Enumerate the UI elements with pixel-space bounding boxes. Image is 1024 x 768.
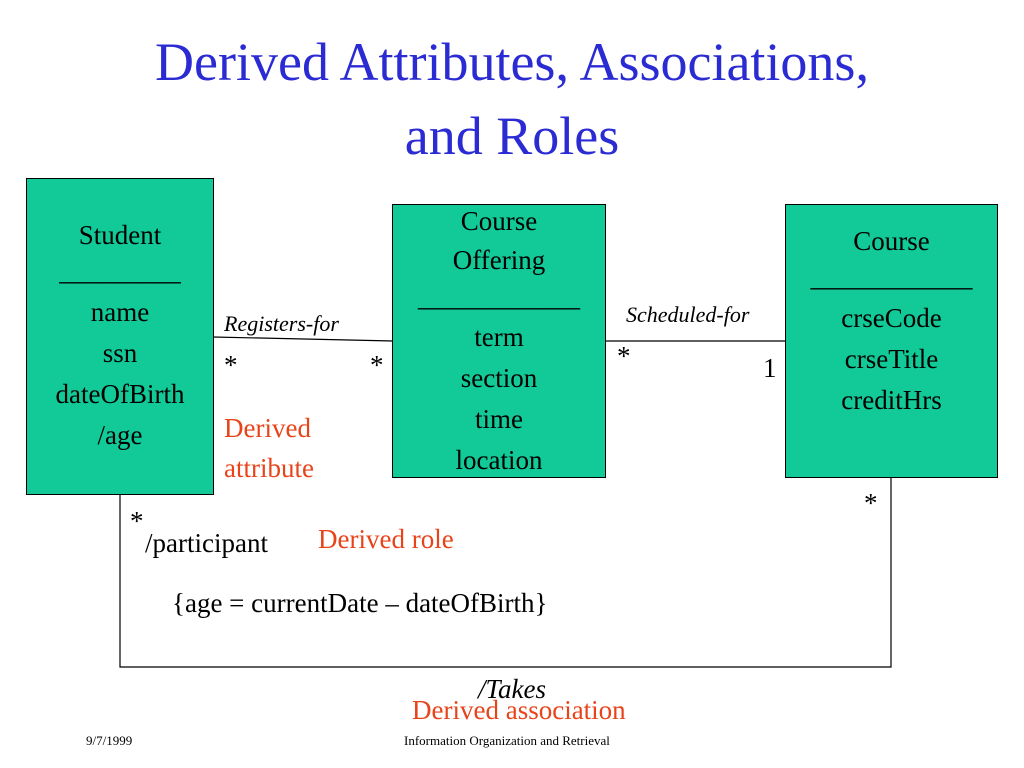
student-class-box: Student _________ name ssn dateOfBirth /… [26,178,214,495]
course-class-divider: ____________ [810,262,973,292]
course-class-box: Course ____________ crseCode crseTitle c… [785,204,998,478]
derived-attribute-annotation-line2: attribute [224,453,314,483]
student-class-divider: _________ [59,256,181,286]
derived-association-annotation: Derived association [412,695,626,725]
student-attribute-name: name [90,297,150,327]
derived-attribute-annotation-line1: Derived [224,413,311,443]
age-constraint: {age = currentDate – dateOfBirth} [172,588,548,618]
slide-title-line1: Derived Attributes, Associations, [155,32,869,92]
footer-course-title: Information Organization and Retrieval [404,733,610,748]
course-offering-class-name-line2: Offering [452,245,546,275]
scheduled-for-label: Scheduled-for [626,302,750,327]
student-attribute-dateofbirth: dateOfBirth [55,379,185,409]
multiplicity-course-takes: * [864,488,878,518]
registers-for-label: Registers-for [224,311,339,336]
course-offering-attribute-term: term [474,322,524,352]
multiplicity-offering-scheduled: * [617,341,631,371]
student-class-name: Student [78,220,162,250]
course-attribute-crsetitle: crseTitle [844,344,939,374]
course-attribute-crsecode: crseCode [841,303,942,333]
course-attribute-credithrs: creditHrs [841,385,942,415]
course-offering-class-box: Course Offering ____________ term sectio… [392,204,606,478]
multiplicity-offering-registers: * [370,350,384,380]
participant-role-label: /participant [145,528,268,558]
derived-role-annotation: Derived role [318,524,454,554]
course-offering-class-divider: ____________ [418,282,580,312]
student-attribute-age: /age [97,420,143,450]
multiplicity-student-takes: * [130,506,144,536]
course-class-name: Course [853,226,930,256]
multiplicity-student-registers: * [224,350,238,380]
student-attribute-ssn: ssn [102,338,138,368]
course-offering-attribute-section: section [460,363,538,393]
footer-date: 9/7/1999 [86,733,133,748]
multiplicity-course-scheduled: 1 [763,353,777,383]
takes-line [119,477,892,668]
course-offering-attribute-time: time [475,404,523,434]
course-offering-attribute-location: location [455,445,543,475]
registers-for-line [212,336,394,342]
course-offering-class-name-line1: Course [460,206,538,236]
takes-label: /Takes [478,674,547,704]
slide-title-line2: and Roles [404,106,620,166]
